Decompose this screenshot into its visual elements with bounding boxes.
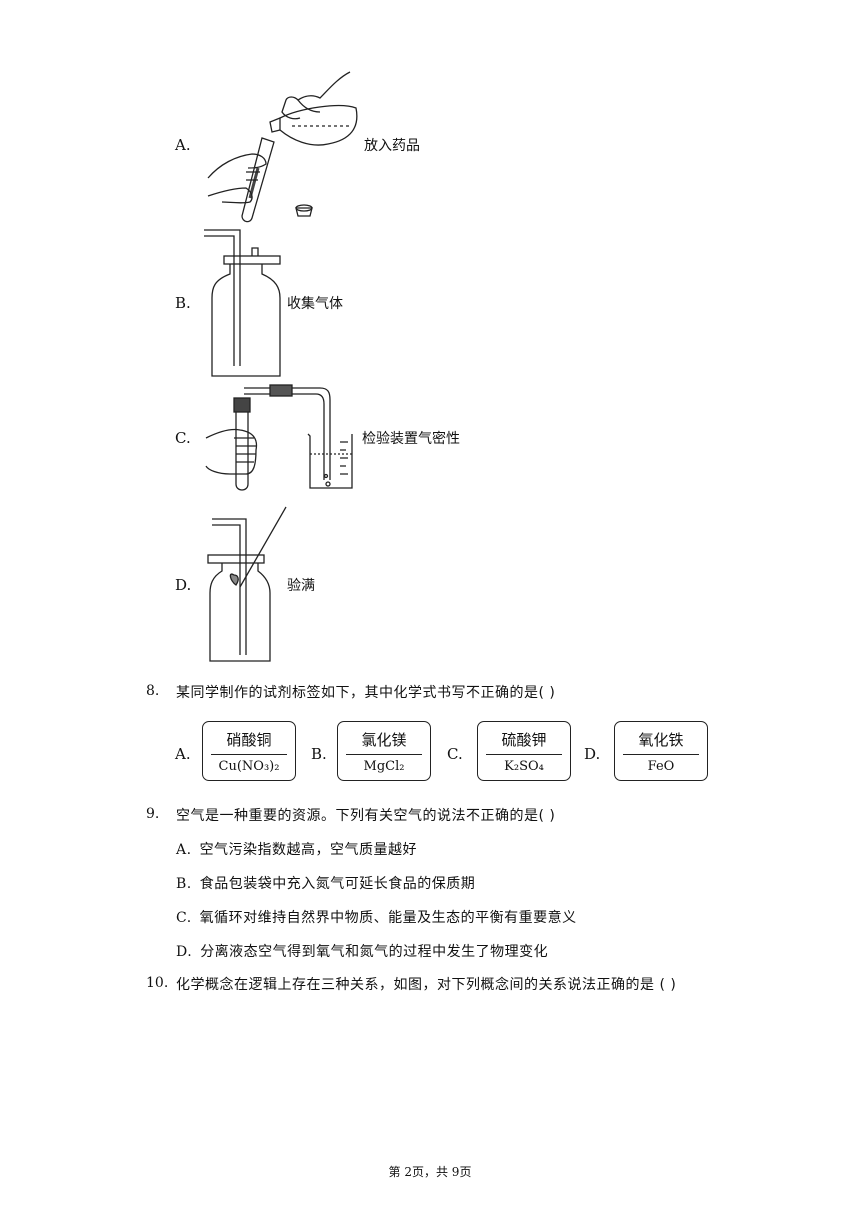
- reagent-name: 氧化铁: [638, 731, 684, 749]
- reagent-name: 硫酸钾: [501, 731, 547, 749]
- reagent-label-a: 硝酸铜 Cu(NO₃)₂: [202, 721, 296, 781]
- airtightness-check-illustration: [205, 384, 353, 491]
- gas-full-test-illustration: [207, 506, 287, 662]
- label-divider: [346, 754, 422, 755]
- choice-text: 空气污染指数越高，空气质量越好: [199, 842, 418, 858]
- option-b-letter: B.: [175, 294, 191, 312]
- label-a-letter: A.: [175, 745, 191, 763]
- pouring-reagent-illustration: [207, 71, 358, 223]
- label-divider: [486, 754, 562, 755]
- gas-collection-bottle-illustration: [204, 229, 281, 377]
- question-10-number: 10.: [146, 975, 169, 991]
- option-d-letter: D.: [175, 576, 192, 594]
- label-d-letter: D.: [584, 745, 601, 763]
- choice-letter: A.: [176, 842, 192, 858]
- question-9-text: 空气是一种重要的资源。下列有关空气的说法不正确的是( ): [176, 808, 556, 824]
- reagent-formula: MgCl₂: [363, 759, 405, 774]
- choice-9c: C. 氧循环对维持自然界中物质、能量及生态的平衡有重要意义: [176, 907, 577, 927]
- choice-9d: D. 分离液态空气得到氧气和氮气的过程中发生了物理变化: [176, 941, 548, 961]
- choice-letter: C.: [176, 910, 192, 926]
- option-c-letter: C.: [175, 429, 191, 447]
- choice-text: 分离液态空气得到氧气和氮气的过程中发生了物理变化: [200, 944, 549, 960]
- option-a-letter: A.: [175, 136, 191, 154]
- label-b-letter: B.: [311, 745, 327, 763]
- choice-9b: B. 食品包装袋中充入氮气可延长食品的保质期: [176, 873, 475, 893]
- reagent-label-b: 氯化镁 MgCl₂: [337, 721, 431, 781]
- choice-text: 食品包装袋中充入氮气可延长食品的保质期: [199, 876, 476, 892]
- question-10-text: 化学概念在逻辑上存在三种关系，如图，对下列概念间的关系说法正确的是 ( ): [176, 977, 677, 993]
- page-footer: 第 2页，共 9页: [388, 1165, 472, 1179]
- label-divider: [623, 754, 699, 755]
- option-d-caption: 验满: [287, 578, 315, 594]
- question-8-text: 某同学制作的试剂标签如下，其中化学式书写不正确的是( ): [176, 685, 556, 701]
- choice-text: 氧循环对维持自然界中物质、能量及生态的平衡有重要意义: [199, 910, 577, 926]
- reagent-formula: K₂SO₄: [504, 759, 544, 774]
- choice-9a: A. 空气污染指数越高，空气质量越好: [176, 839, 417, 859]
- choice-letter: B.: [176, 876, 192, 892]
- reagent-label-d: 氧化铁 FeO: [614, 721, 708, 781]
- option-a-caption: 放入药品: [364, 138, 420, 154]
- reagent-name: 氯化镁: [361, 731, 407, 749]
- reagent-formula: Cu(NO₃)₂: [218, 759, 280, 774]
- option-c-caption: 检验装置气密性: [362, 431, 460, 447]
- reagent-name: 硝酸铜: [226, 731, 272, 749]
- question-8-number: 8.: [146, 683, 160, 699]
- reagent-formula: FeO: [647, 759, 675, 774]
- option-b-caption: 收集气体: [287, 296, 343, 312]
- label-c-letter: C.: [447, 745, 463, 763]
- label-divider: [211, 754, 287, 755]
- reagent-label-c: 硫酸钾 K₂SO₄: [477, 721, 571, 781]
- question-9-number: 9.: [146, 806, 160, 822]
- choice-letter: D.: [176, 944, 193, 960]
